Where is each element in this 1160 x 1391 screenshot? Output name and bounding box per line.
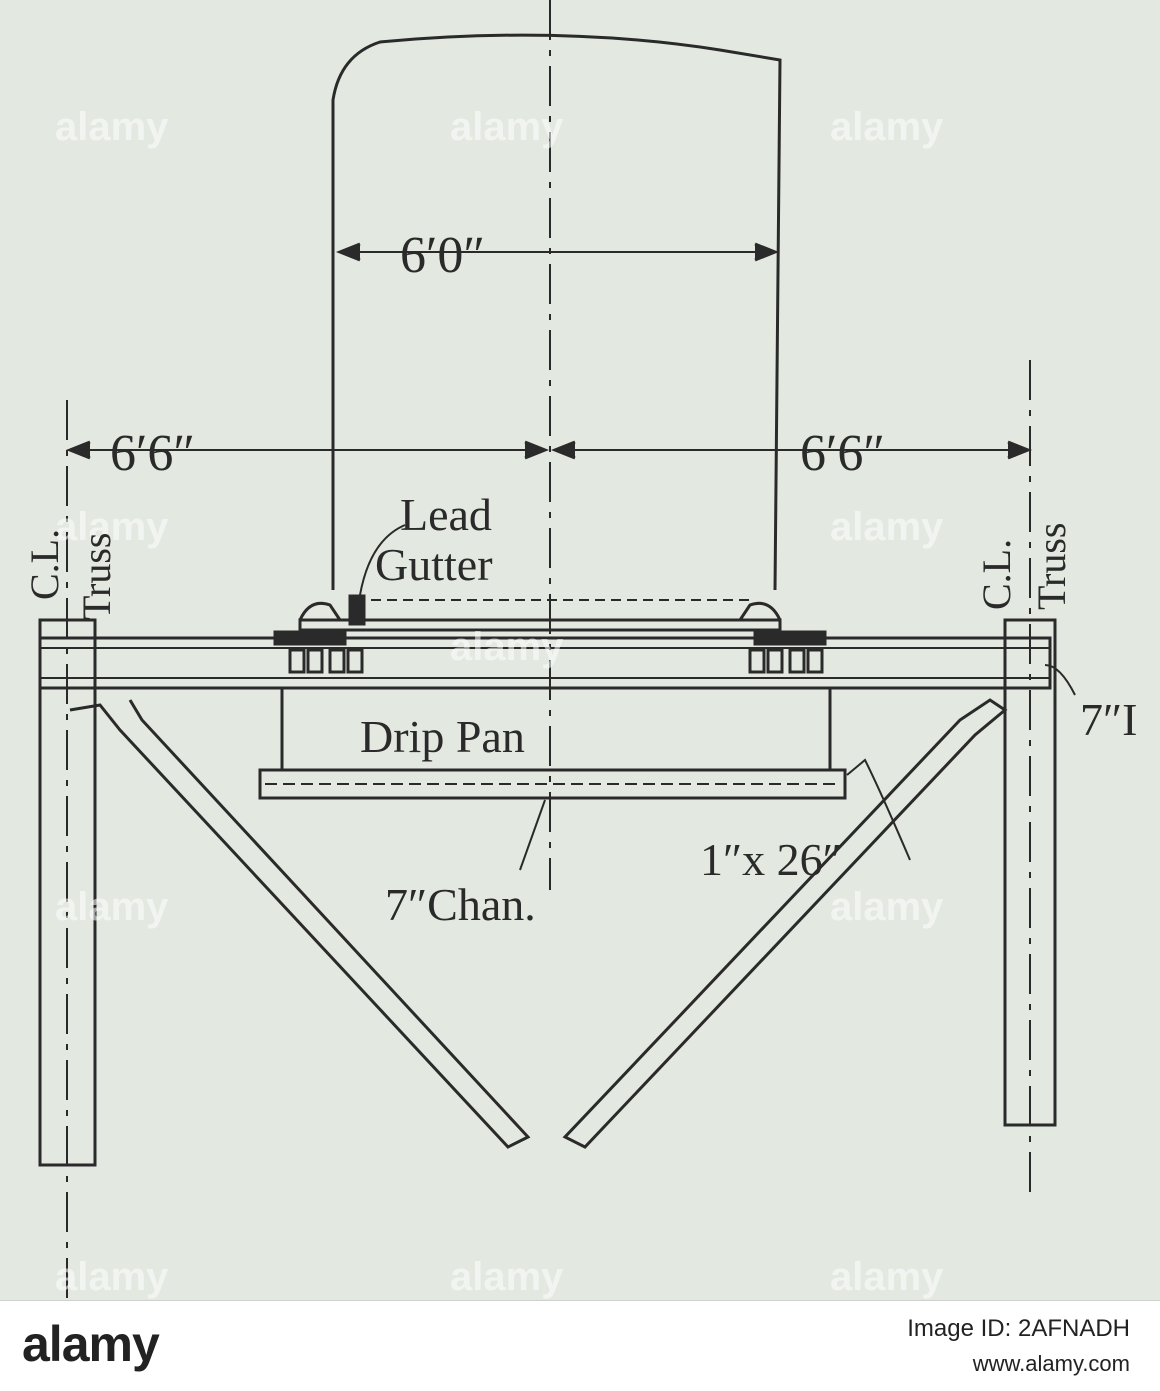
watermark-text: alamy (830, 505, 944, 549)
watermark-text: alamy (450, 1255, 564, 1299)
gutter-plate (298, 618, 782, 632)
truss-label-left: Truss (74, 533, 119, 620)
arrow-head (550, 440, 576, 460)
right-diagonal-brace (562, 698, 1008, 1149)
technical-drawing: alamy alamy alamy alamy alamy alamy alam… (22, 0, 1137, 1300)
diagram-canvas: alamy alamy alamy alamy alamy alamy alam… (0, 0, 1160, 1300)
beam-label: 7″I (1080, 694, 1137, 745)
brand-logo: alamy (22, 1316, 160, 1372)
gutter-curl-right (738, 601, 782, 621)
channel-label: 7″Chan. (385, 879, 536, 930)
watermark-text: alamy (55, 1255, 169, 1299)
footer-bar: alamy Image ID: 2AFNADH www.alamy.com (0, 1300, 1160, 1391)
truss-label-right: Truss (1029, 523, 1074, 610)
arrow-head (1007, 440, 1033, 460)
watermark-text: alamy (830, 105, 944, 149)
cl-label-right: C.L. (974, 539, 1019, 610)
right-truss-post (1003, 618, 1057, 1127)
watermark-text: alamy (55, 885, 169, 929)
arrow-head-right (754, 242, 780, 262)
cl-label-left: C.L. (22, 529, 67, 600)
left-diagonal-brace (69, 699, 531, 1149)
channel (258, 768, 847, 800)
left-truss-post (38, 618, 97, 1167)
gutter-curl-left (298, 601, 342, 621)
watermark-text: alamy (450, 105, 564, 149)
site-url: www.alamy.com (972, 1351, 1130, 1376)
gutter-label: Gutter (375, 539, 493, 590)
watermark-text: alamy (830, 885, 944, 929)
channel-leader (519, 799, 546, 871)
arrow-head (65, 440, 91, 460)
drip-pan-label: Drip Pan (360, 711, 525, 762)
lead-gutter-leader (359, 524, 406, 596)
arrow-head-left (335, 242, 361, 262)
watermark-text: alamy (55, 505, 169, 549)
beam-leader (1044, 664, 1076, 696)
bolt-group-left (288, 648, 364, 674)
watermark-text: alamy (830, 1255, 944, 1299)
dim-label-right: 6′6″ (800, 425, 885, 482)
dim-label-left: 6′6″ (110, 425, 195, 482)
image-id-label: Image ID: 2AFNADH (907, 1315, 1130, 1342)
arrow-head (524, 440, 550, 460)
watermark-layer: alamy alamy alamy alamy alamy alamy alam… (55, 105, 944, 1299)
plate-label: 1″x 26″ (700, 834, 842, 885)
watermark-text: alamy (55, 105, 169, 149)
gutter-clip-left (348, 594, 366, 626)
lead-label: Lead (400, 489, 492, 540)
watermark-text: alamy (450, 625, 564, 669)
bolt-group-right (748, 648, 824, 674)
plate-leader (846, 758, 911, 861)
tank-outline (331, 33, 782, 591)
dim-label-center: 6′0″ (400, 227, 485, 284)
